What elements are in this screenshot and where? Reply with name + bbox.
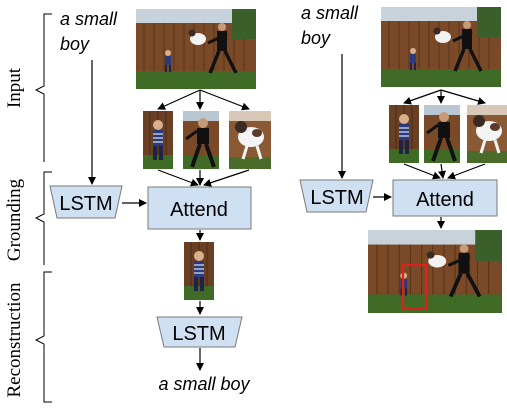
right-query-line2: boy [301, 28, 331, 48]
left-attended-region [183, 241, 215, 301]
section-label-input: Input [4, 67, 25, 108]
left-lstm-encoder [49, 185, 123, 219]
left-lstm-decoder [156, 316, 243, 348]
right-input-image [381, 7, 501, 89]
left-query-line2: boy [60, 34, 90, 54]
left-proposal-man [181, 109, 221, 171]
right-proposal-boy [388, 104, 420, 164]
right-grounded-result-image [368, 230, 502, 313]
right-attend-module [392, 179, 498, 217]
section-label-reconstruction: Reconstruction [4, 282, 25, 398]
left-lstm-decoder-label: LSTM [172, 323, 225, 345]
right-arrow-image-to-boy [403, 89, 442, 105]
right-proposal-dog [465, 103, 507, 165]
left-proposal-dog [227, 109, 273, 171]
right-attend-label: Attend [416, 189, 474, 211]
left-proposal-boy [142, 110, 174, 170]
left-query-line1: a small [60, 9, 118, 29]
section-label-grounding: Grounding [4, 178, 25, 261]
input-brace [34, 13, 52, 162]
left-lstm-encoder-label: LSTM [59, 193, 112, 215]
left-attend-module [147, 186, 252, 230]
right-arrow-image-to-dog [440, 89, 486, 105]
reconstruction-brace [34, 271, 52, 403]
arrow-boy-to-attend [157, 169, 199, 187]
right-arrow-man-to-attend [438, 163, 446, 179]
right-arrow-dog-to-attend [447, 163, 486, 180]
left-attend-label: Attend [170, 199, 228, 221]
arrow-dog-to-attend [203, 169, 250, 187]
arrow-image-to-dog [199, 89, 250, 111]
right-query-line1: a small [301, 3, 359, 23]
grounding-brace [34, 171, 52, 265]
arrow-image-to-boy [157, 89, 201, 110]
right-proposal-man [422, 103, 462, 165]
right-lstm-encoder-label: LSTM [310, 187, 363, 209]
left-input-image [136, 9, 256, 89]
left-output-phrase: a small boy [158, 374, 250, 394]
right-arrow-boy-to-attend [403, 163, 441, 180]
right-lstm-encoder [299, 179, 374, 213]
grounded-bounding-box [401, 263, 428, 311]
